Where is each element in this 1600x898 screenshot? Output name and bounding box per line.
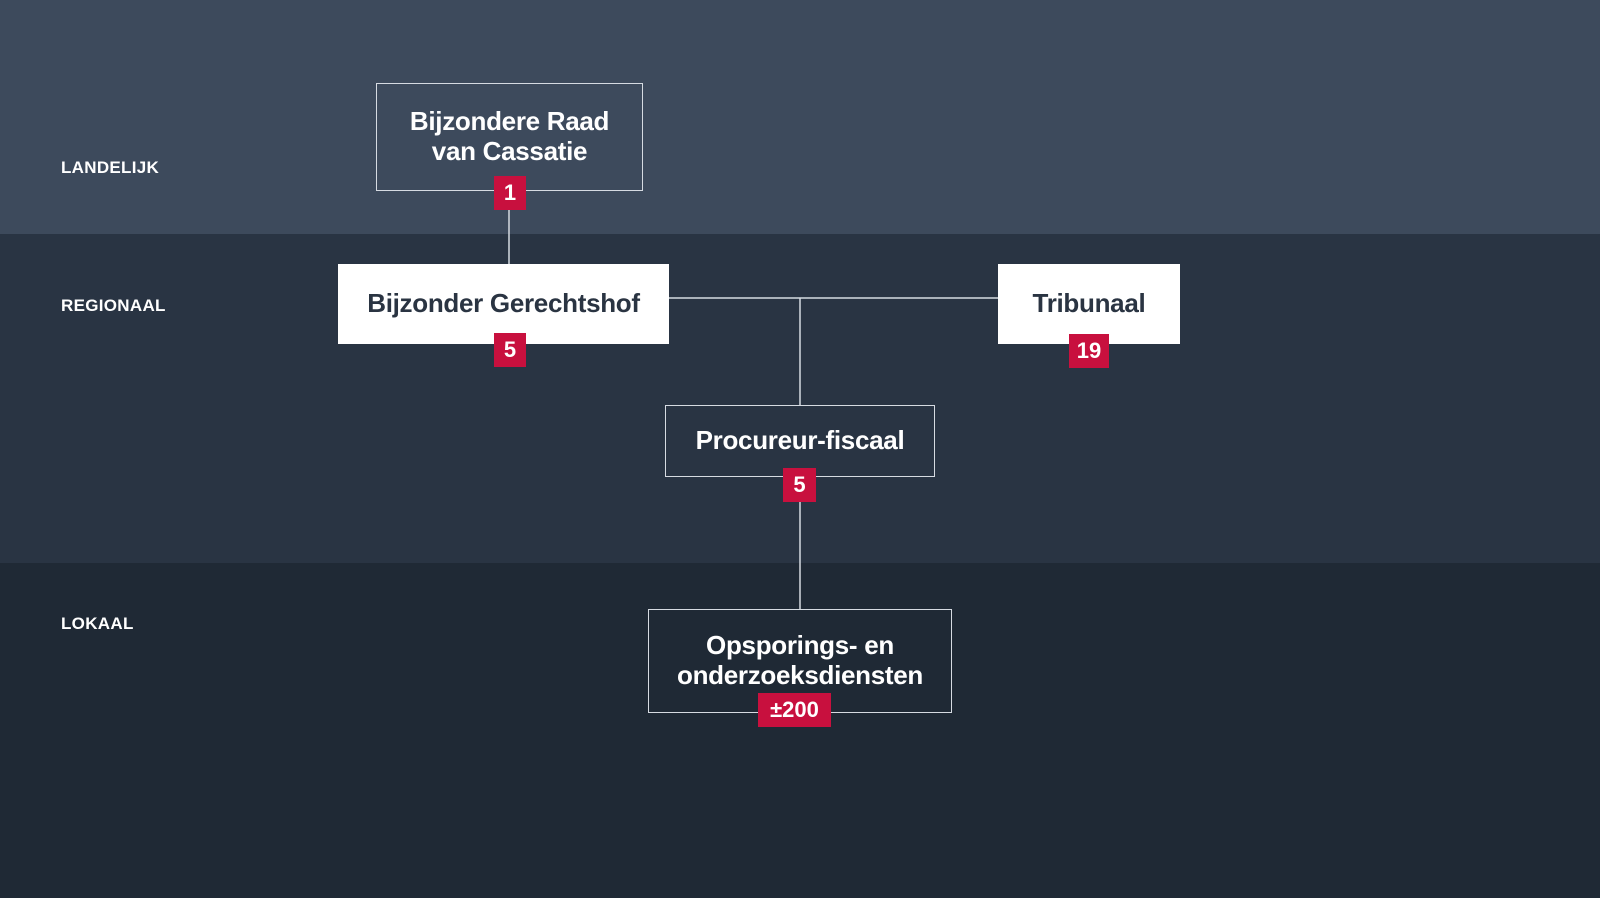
node-diensten-count-badge: ±200 [758,693,831,727]
node-cassatie-title: Bijzondere Raad van Cassatie [409,106,610,166]
local-level-band [0,563,1600,898]
node-cassatie-count-badge: 1 [494,176,526,210]
level-label-national: LANDELIJK [61,158,160,177]
node-tribunaal: Tribunaal [998,264,1180,344]
node-cassatie: Bijzondere Raad van Cassatie [376,83,643,191]
node-procureur-title: Procureur-fiscaal [695,425,905,456]
node-diensten-title: Opsporings- en onderzoeksdiensten [677,630,923,690]
national-level-band [0,0,1600,234]
node-gerechtshof-title: Bijzonder Gerechtshof [367,288,640,319]
node-tribunaal-count-badge: 19 [1069,334,1109,368]
node-procureur: Procureur-fiscaal [665,405,935,477]
node-gerechtshof: Bijzonder Gerechtshof [338,264,669,344]
level-label-regional: REGIONAAL [61,296,166,315]
level-label-local: LOKAAL [61,614,134,633]
node-tribunaal-title: Tribunaal [1032,288,1146,319]
node-diensten: Opsporings- en onderzoeksdiensten [648,609,952,713]
node-gerechtshof-count-badge: 5 [494,333,526,367]
node-procureur-count-badge: 5 [783,468,816,502]
